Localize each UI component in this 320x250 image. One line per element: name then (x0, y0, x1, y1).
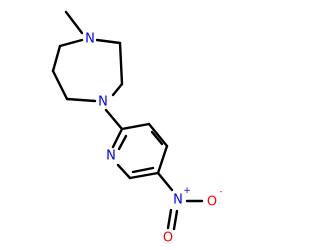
bond-pyridine (128, 171, 160, 180)
bond-lines (51, 10, 204, 231)
bond-n-aryl (104, 108, 124, 131)
bond-pyridine (116, 163, 132, 180)
bond-methyl (64, 10, 84, 35)
bond-pyridine (111, 127, 124, 149)
atom-o-nitro-single: O (207, 195, 217, 210)
bond-pyridine (120, 122, 151, 131)
bond-pyridine (117, 134, 128, 151)
bond-nitro-o-double (172, 209, 179, 231)
bond-pyridine (156, 144, 169, 175)
atom-o-nitro-double: O (163, 231, 173, 246)
bond-ring (58, 38, 84, 48)
atom-labels: N N N N + O O - (85, 32, 222, 246)
bond-ring (118, 41, 124, 86)
bond-ring (95, 38, 122, 45)
bond-ring (65, 97, 97, 103)
atom-n-nitro: N (173, 193, 183, 208)
bond-ring (51, 69, 69, 101)
atom-n-ring: N (98, 95, 108, 110)
molecule-structure: N N N N + O O - (51, 10, 223, 246)
atom-n-pyridine: N (106, 149, 116, 164)
charge-minus: - (219, 187, 222, 197)
bond-ring (51, 44, 62, 73)
bond-pyridine (131, 166, 155, 174)
bond-nitro-o-double (166, 208, 173, 230)
charge-plus: + (183, 186, 191, 196)
atom-n-methyl: N (85, 32, 95, 47)
bond-ring (111, 82, 124, 97)
bond-pyridine (150, 130, 164, 146)
bond-c-nitro (156, 171, 174, 192)
bond-pyridine (147, 122, 169, 148)
